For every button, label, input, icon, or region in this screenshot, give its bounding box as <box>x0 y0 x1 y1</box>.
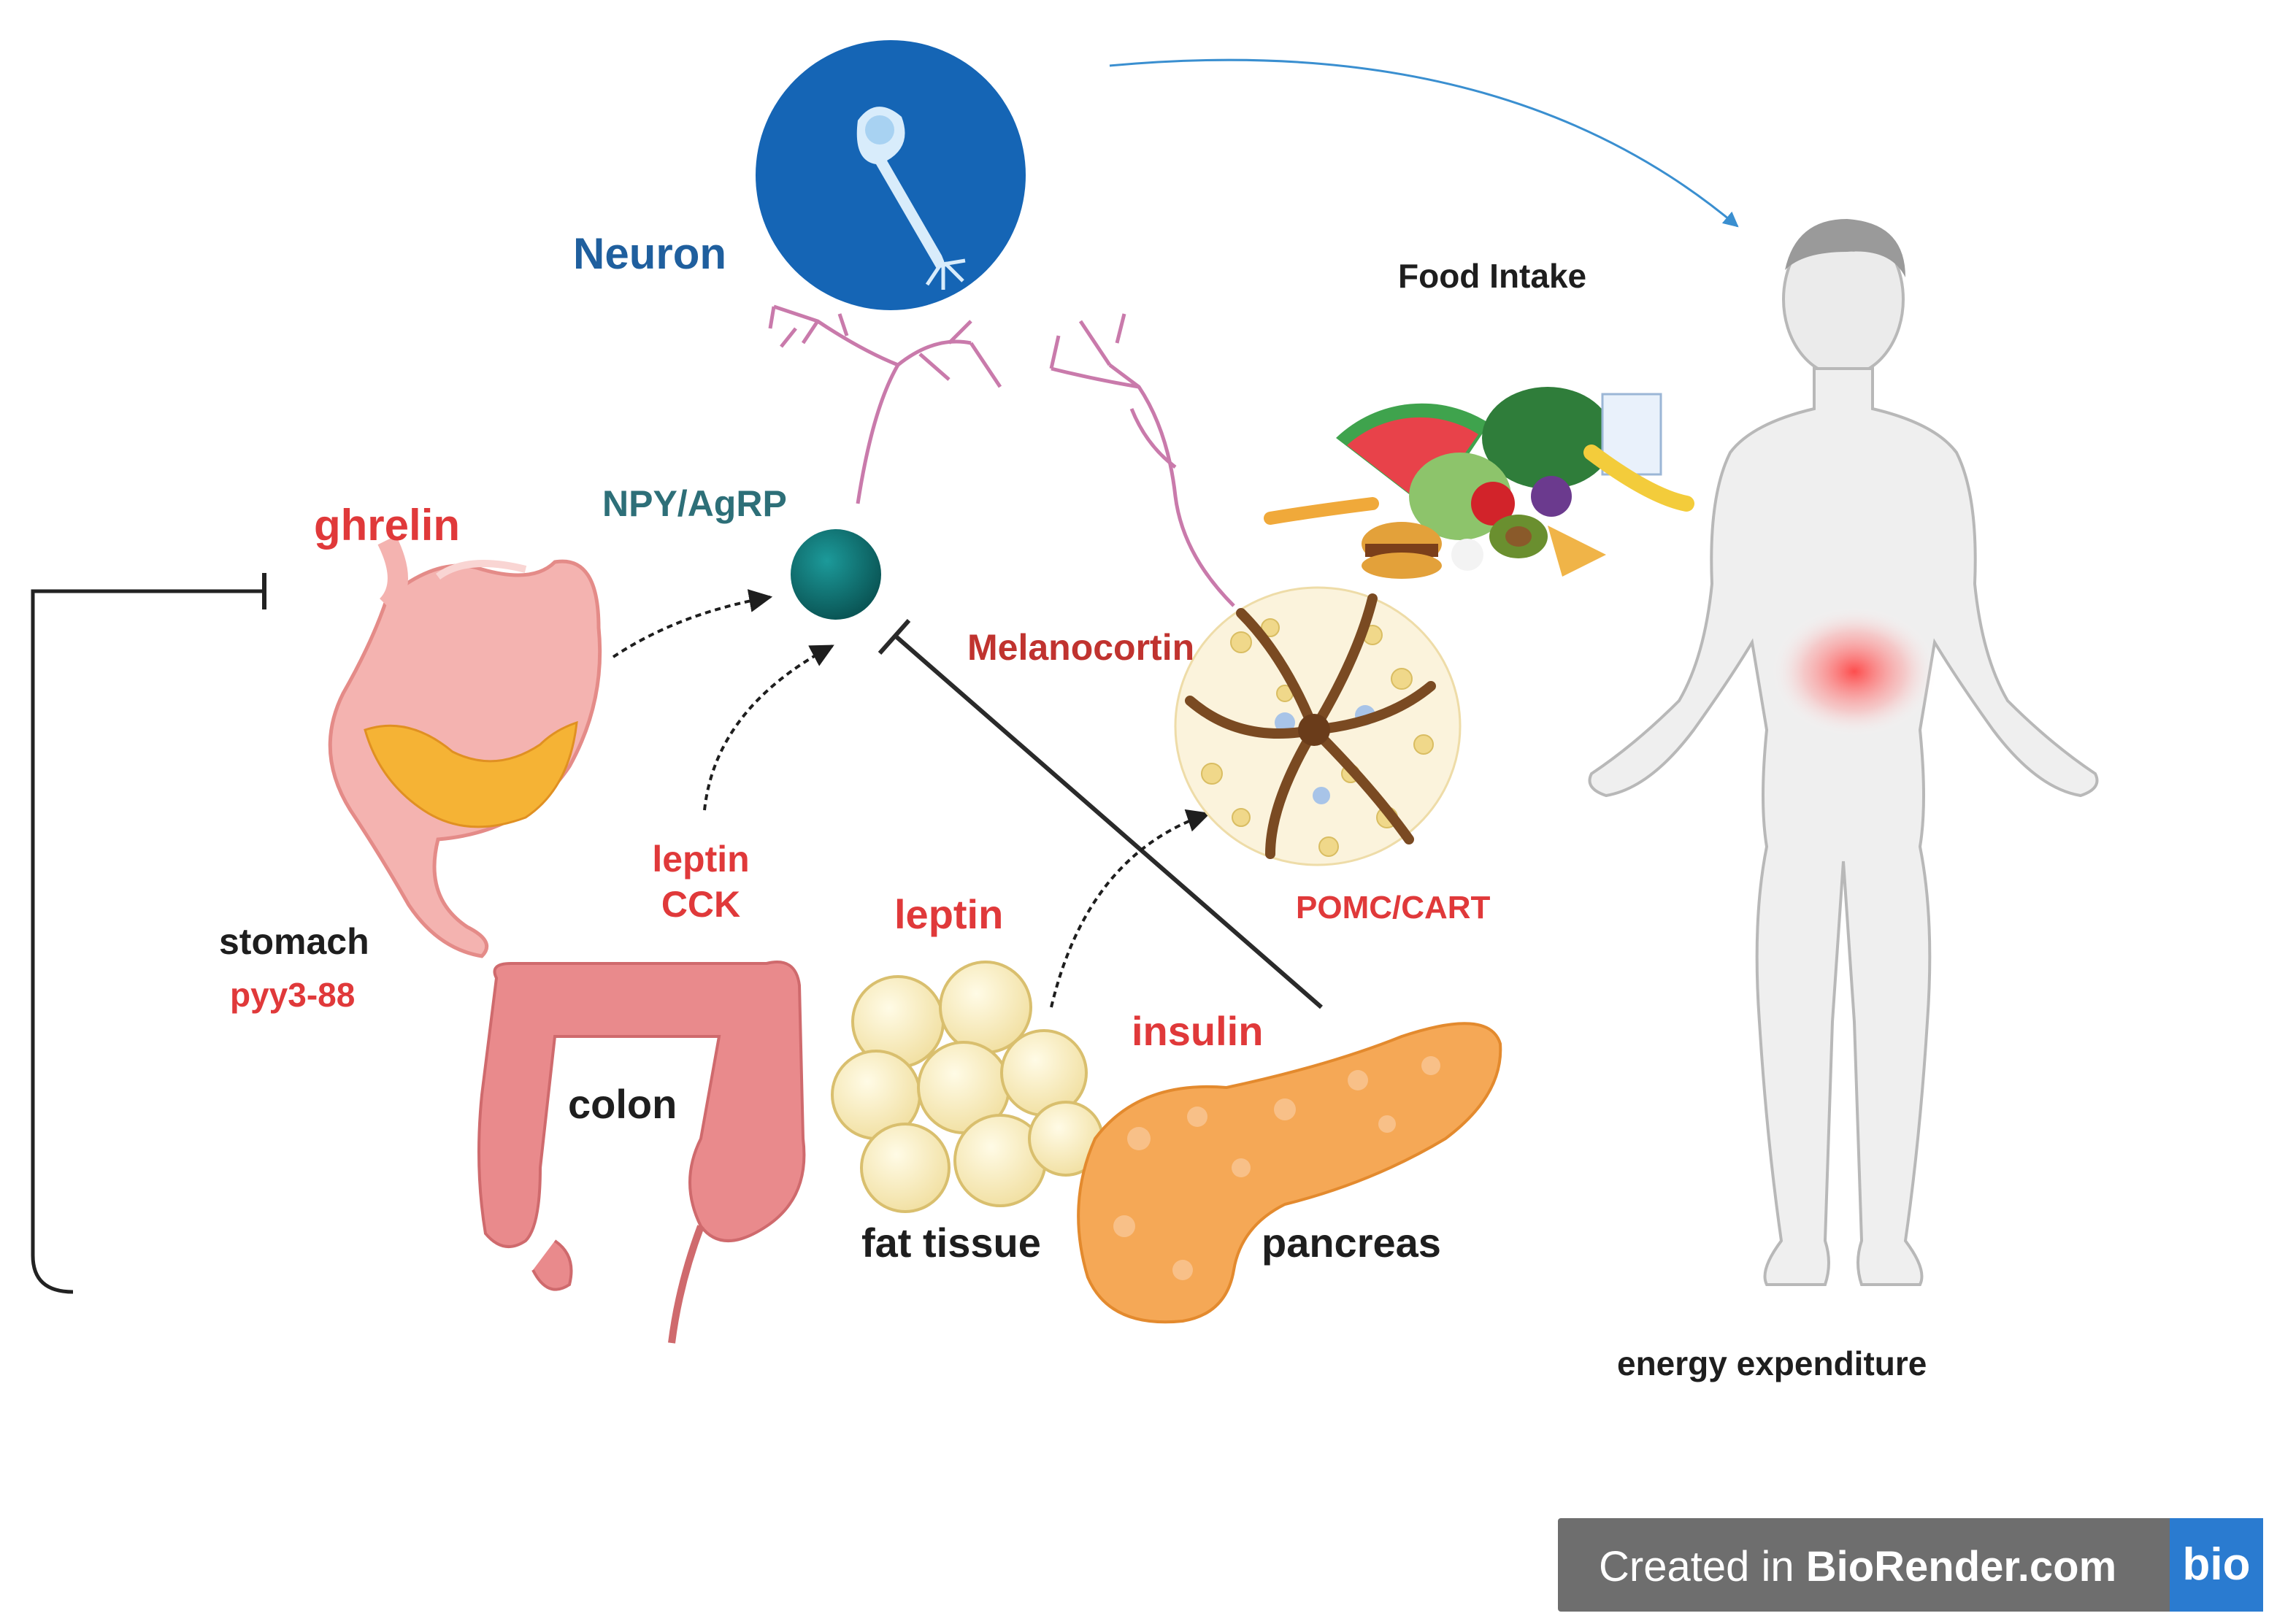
npy-agrp-label: NPY/AgRP <box>602 483 787 524</box>
food-icon <box>1264 387 1694 579</box>
biorender-logo-icon: bio <box>2170 1518 2263 1612</box>
colon-label: colon <box>568 1081 677 1127</box>
human-body-icon <box>1588 219 2099 1286</box>
pyy-label: pyy3-88 <box>230 976 356 1014</box>
leptin-cck-label: leptin CCK <box>642 841 759 923</box>
food-intake-label: Food Intake <box>1398 257 1587 295</box>
dendrites <box>768 304 1235 607</box>
energy-expenditure-label: energy expenditure <box>1617 1344 1927 1382</box>
colon-icon <box>477 961 806 1344</box>
stomach-icon <box>328 535 602 958</box>
leptin-fat-label: leptin <box>894 891 1004 937</box>
insulin-label: insulin <box>1132 1008 1264 1054</box>
leptin-label-1: leptin <box>652 839 750 880</box>
neuron-label: Neuron <box>573 229 726 278</box>
badge-prefix: Created in <box>1599 1543 1806 1590</box>
leptin-fat-arrow <box>1050 809 1211 1008</box>
fat-tissue-label: fat tissue <box>861 1220 1041 1266</box>
badge-text: Created in BioRender.com <box>1599 1546 2116 1588</box>
biorender-badge[interactable]: Created in BioRender.com bio <box>1558 1518 2263 1612</box>
stomach-label: stomach <box>219 921 369 962</box>
badge-brand: BioRender.com <box>1805 1543 2117 1590</box>
npy-cell-icon <box>791 529 881 620</box>
pomc-cart-label: POMC/CART <box>1296 890 1491 925</box>
leptin-cck-arrow <box>703 644 834 811</box>
energy-arrow <box>1109 58 1739 228</box>
ghrelin-arrow <box>612 589 773 658</box>
fat-tissue-icon <box>831 961 1104 1213</box>
cck-label: CCK <box>661 884 741 925</box>
neuron-icon <box>756 40 1026 310</box>
ghrelin-label: ghrelin <box>314 501 461 550</box>
pancreas-icon <box>1077 1022 1502 1324</box>
pomc-cell-icon <box>1174 586 1462 866</box>
melanocortin-label: Melanocortin <box>967 627 1195 668</box>
pancreas-label: pancreas <box>1262 1220 1441 1266</box>
feedback-inhibition-line <box>31 573 266 1294</box>
insulin-inhibition-line <box>878 619 1323 1009</box>
